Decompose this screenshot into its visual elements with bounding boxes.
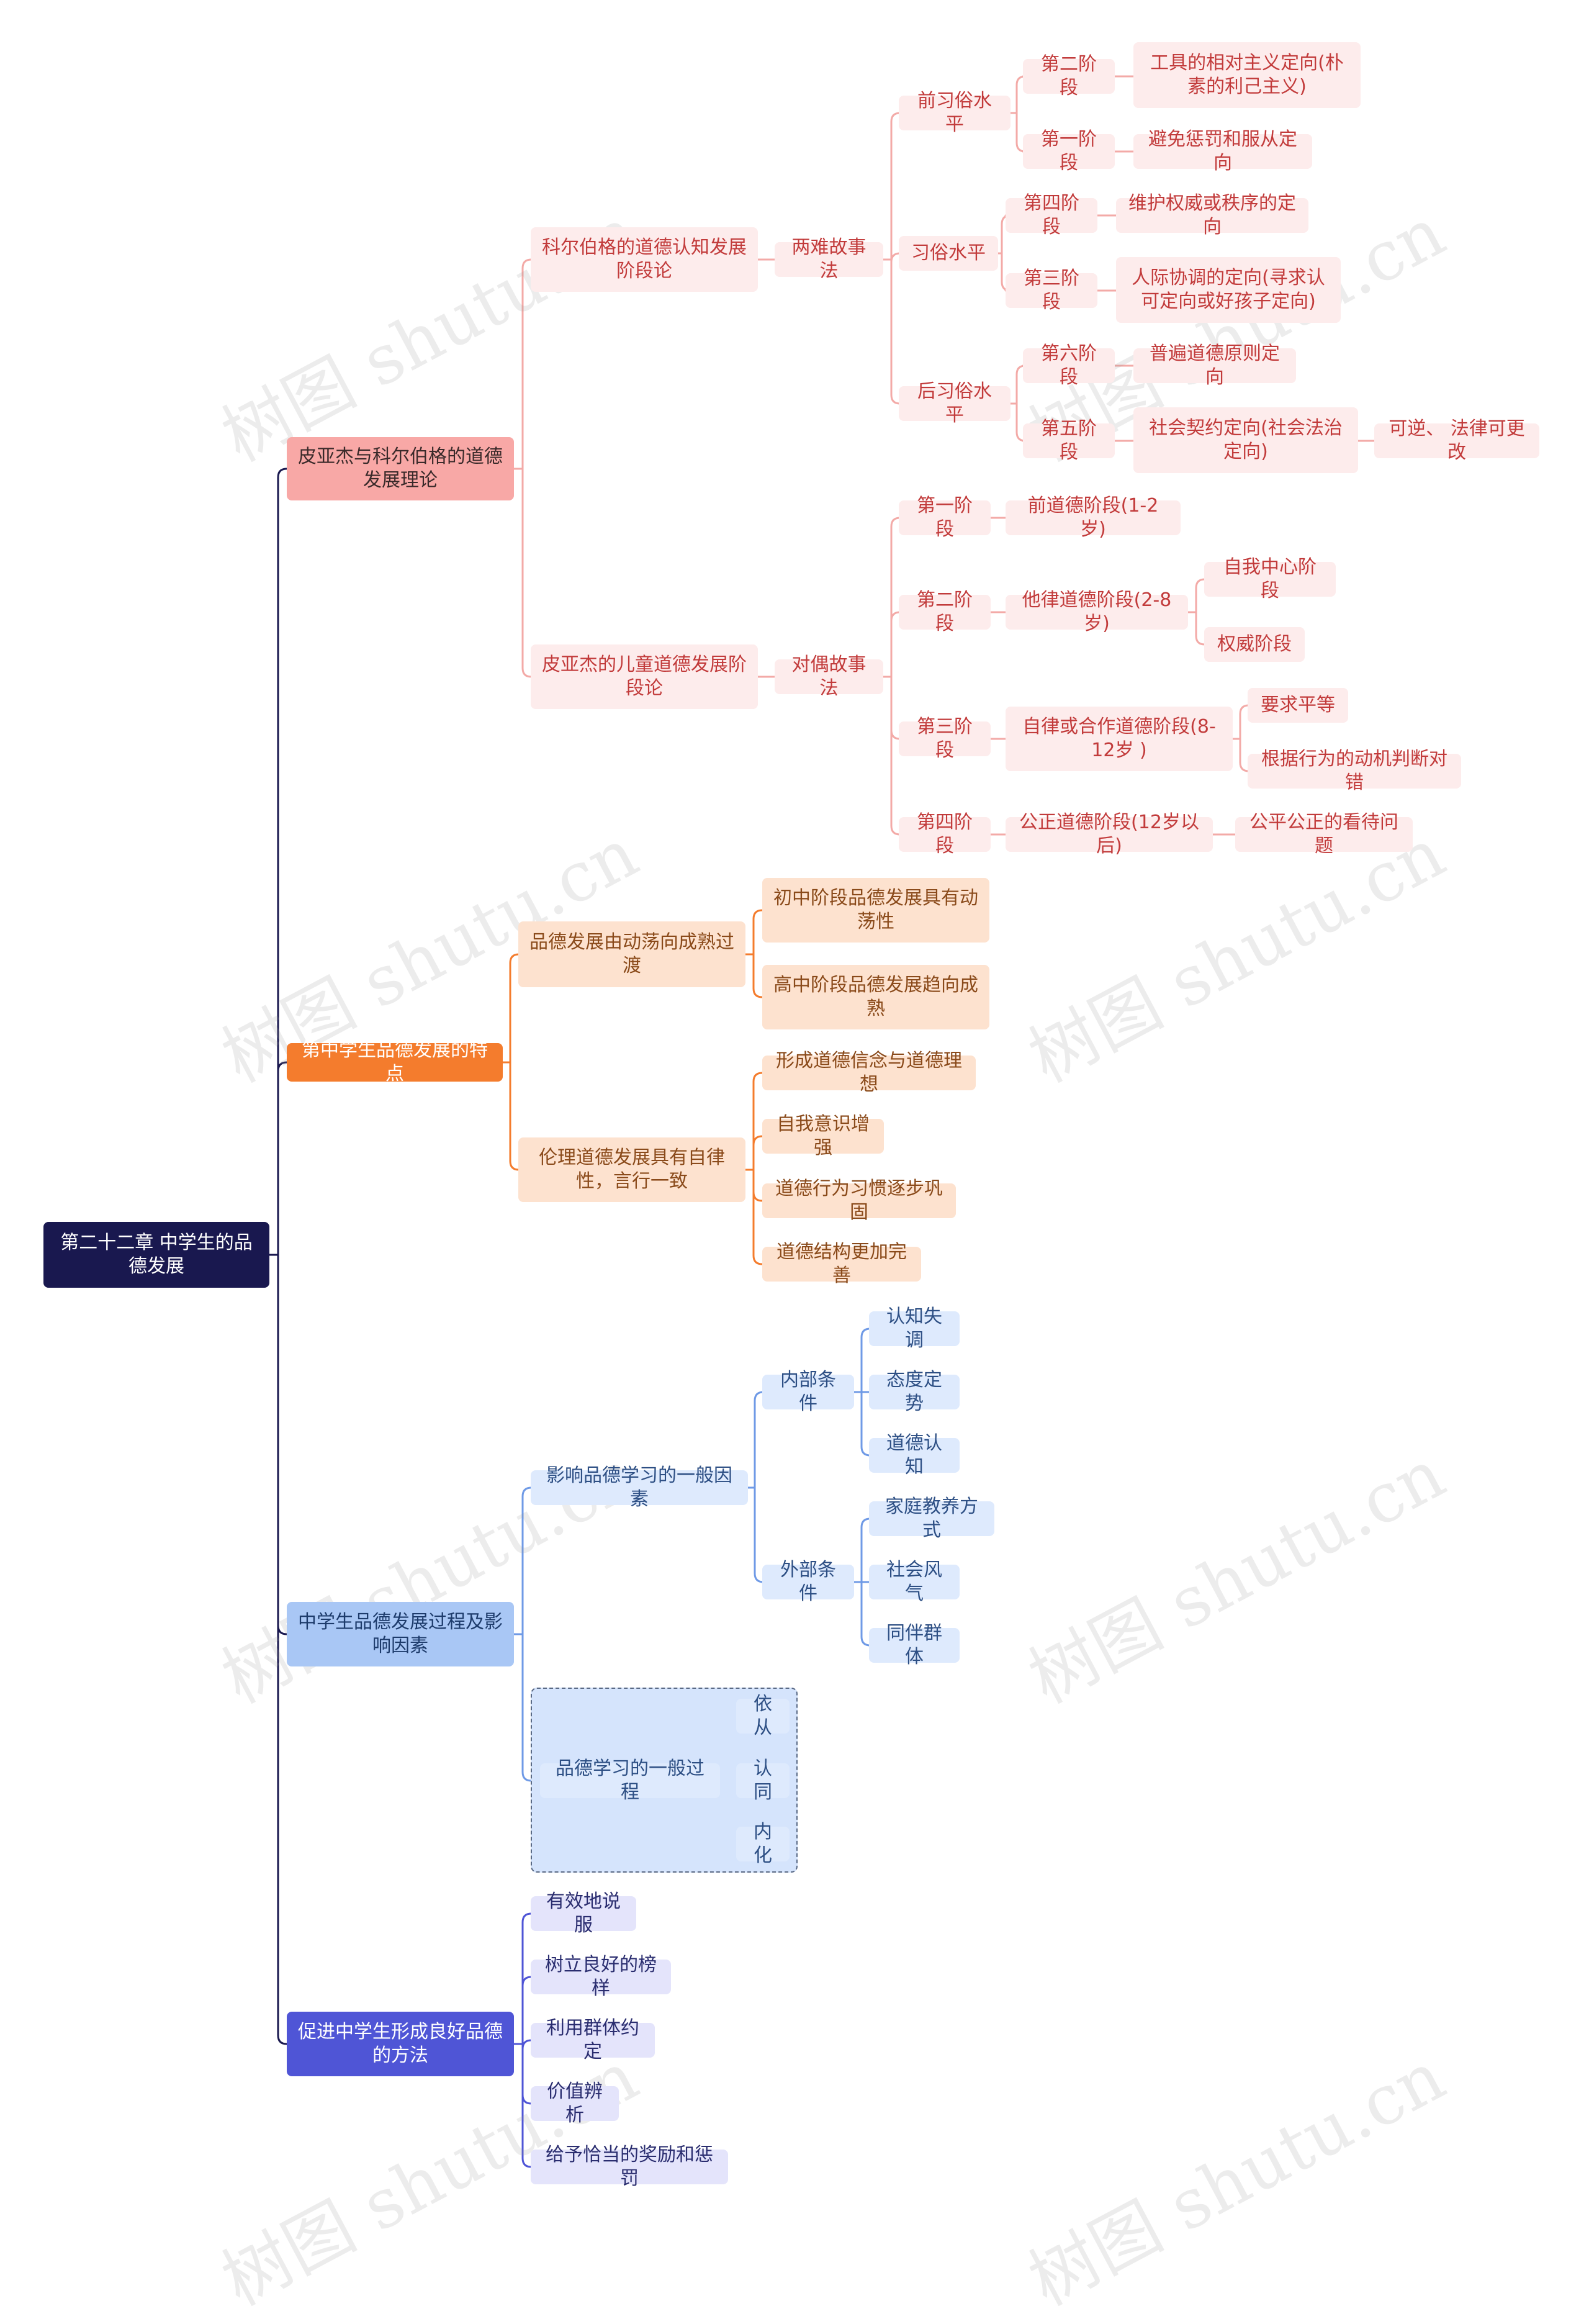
connector-line [521, 1486, 532, 1635]
stage-label[interactable]: 第四阶段 [899, 812, 991, 857]
connector-line [521, 1633, 532, 1782]
connector-line [752, 1135, 763, 1171]
connector-line [752, 1169, 763, 1265]
connector-line [890, 676, 901, 836]
connector-line [277, 1254, 288, 2045]
group-internal[interactable]: 内部条件 [762, 1369, 854, 1414]
stage-sub[interactable]: 公平公正的看待问题 [1235, 812, 1413, 857]
list-item[interactable]: 高中阶段品德发展趋向成熟 [762, 965, 989, 1029]
connector-line [521, 2039, 532, 2050]
stage-desc[interactable]: 避免惩罚和服从定向 [1133, 129, 1312, 174]
topic-kohlberg[interactable]: 科尔伯格的道德认知发展阶段论 [531, 227, 758, 292]
mind-map: 树图 shutu.cn 树图 shutu.cn 树图 shutu.cn 树图 s… [43, 42, 1539, 2321]
process-step[interactable]: 认同 [736, 1758, 790, 1803]
stage-label[interactable]: 第六阶段 [1023, 343, 1115, 388]
stage-desc[interactable]: 普遍道德原则定向 [1133, 343, 1296, 388]
stage-sub[interactable]: 要求平等 [1248, 688, 1348, 723]
connector-line [521, 258, 532, 470]
list-item[interactable]: 家庭教养方式 [869, 1496, 994, 1541]
stage-desc[interactable]: 维护权威或秩序的定向 [1116, 192, 1308, 238]
topic-autonomy[interactable]: 伦理道德发展具有自律性，言行一致 [518, 1137, 745, 1202]
topic-characteristics[interactable]: 第中学生品德发展的特点 [287, 1039, 503, 1085]
connector-line [277, 1061, 288, 1256]
stage-label[interactable]: 第五阶段 [1023, 418, 1115, 463]
stage-label[interactable]: 第二阶段 [1023, 53, 1115, 99]
connector-line [277, 1254, 288, 1635]
connector-line [752, 1169, 763, 1202]
list-item[interactable]: 道德结构更加完善 [762, 1241, 921, 1286]
stage-desc[interactable]: 公正道德阶段(12岁以后) [1006, 812, 1213, 857]
list-item[interactable]: 价值辨析 [531, 2081, 619, 2126]
list-item[interactable]: 初中阶段品德发展具有动荡性 [762, 878, 989, 943]
connector-line [752, 909, 763, 956]
stage-label[interactable]: 第一阶段 [1023, 129, 1115, 174]
list-item[interactable]: 有效地说服 [531, 1891, 636, 1936]
stage-desc[interactable]: 人际协调的定向(寻求认可定向或好孩子定向) [1116, 257, 1341, 323]
stage-label[interactable]: 第三阶段 [1006, 268, 1097, 313]
connector-line [752, 1072, 763, 1171]
list-item[interactable]: 形成道德信念与道德理想 [762, 1050, 976, 1095]
method-dilemma[interactable]: 两难故事法 [775, 237, 883, 282]
stage-label[interactable]: 第四阶段 [1006, 192, 1097, 238]
connector-line [521, 468, 532, 678]
process-step[interactable]: 依从 [736, 1693, 790, 1738]
list-item[interactable]: 道德认知 [869, 1432, 960, 1478]
stage-desc[interactable]: 社会契约定向(社会法治定向) [1133, 407, 1358, 473]
group-external[interactable]: 外部条件 [762, 1559, 854, 1604]
connector-line [521, 2043, 532, 2168]
topic-process-and-factors[interactable]: 中学生品德发展过程及影响因素 [287, 1602, 514, 1666]
level-conventional[interactable]: 习俗水平 [899, 236, 998, 271]
stage-label[interactable]: 第二阶段 [899, 589, 991, 635]
list-item[interactable]: 同伴群体 [869, 1622, 960, 1668]
stage-sub[interactable]: 权威阶段 [1204, 627, 1305, 662]
list-item[interactable]: 树立良好的榜样 [531, 1954, 671, 1999]
list-item[interactable]: 社会风气 [869, 1559, 960, 1604]
connector-line [890, 112, 901, 261]
method-paired-stories[interactable]: 对偶故事法 [775, 654, 883, 699]
topic-turbulence-to-maturity[interactable]: 品德发展由动荡向成熟过渡 [518, 921, 745, 987]
list-item[interactable]: 自我意识增强 [762, 1113, 884, 1159]
stage-desc[interactable]: 他律道德阶段(2-8岁) [1006, 589, 1188, 635]
connector-line [277, 468, 288, 1256]
root-topic[interactable]: 第二十二章 中学生的品德发展 [43, 1222, 269, 1288]
connector-line [509, 1061, 520, 1171]
topic-moral-theories[interactable]: 皮亚杰与科尔伯格的道德发展理论 [287, 437, 514, 500]
list-item[interactable]: 道德行为习惯逐步巩固 [762, 1178, 956, 1223]
stage-desc[interactable]: 工具的相对主义定向(朴素的利己主义) [1133, 42, 1361, 108]
stage-sub[interactable]: 根据行为的动机判断对错 [1248, 748, 1461, 794]
connector-line [521, 2043, 532, 2105]
connector-line [1195, 578, 1205, 613]
stage-label[interactable]: 第三阶段 [899, 716, 991, 761]
topic-general-factors[interactable]: 影响品德学习的一般因素 [531, 1465, 748, 1510]
stage-note[interactable]: 可逆、 法律可更改 [1374, 418, 1539, 463]
level-postconventional[interactable]: 后习俗水平 [899, 381, 1011, 426]
stage-label[interactable]: 第一阶段 [899, 495, 991, 540]
topic-learning-process[interactable]: 品德学习的一般过程 [540, 1758, 720, 1803]
list-item[interactable]: 认知失调 [869, 1306, 960, 1351]
stage-desc[interactable]: 自律或合作道德阶段(8-12岁 ) [1006, 707, 1233, 771]
process-step[interactable]: 内化 [736, 1821, 790, 1866]
level-preconventional[interactable]: 前习俗水平 [899, 90, 1011, 135]
list-item[interactable]: 态度定势 [869, 1369, 960, 1414]
topic-methods[interactable]: 促进中学生形成良好品德的方法 [287, 2012, 514, 2076]
connector-line [1195, 611, 1205, 646]
stage-desc[interactable]: 前道德阶段(1-2岁) [1006, 495, 1181, 540]
topic-piaget[interactable]: 皮亚杰的儿童道德发展阶段论 [531, 644, 758, 709]
stage-sub[interactable]: 自我中心阶段 [1204, 556, 1336, 602]
connector-line [890, 258, 901, 405]
list-item[interactable]: 利用群体约定 [531, 2017, 655, 2063]
connector-line [752, 953, 763, 998]
connector-line [509, 953, 520, 1064]
connector-line [521, 1976, 532, 2045]
list-item[interactable]: 给予恰当的奖励和惩罚 [531, 2144, 728, 2189]
